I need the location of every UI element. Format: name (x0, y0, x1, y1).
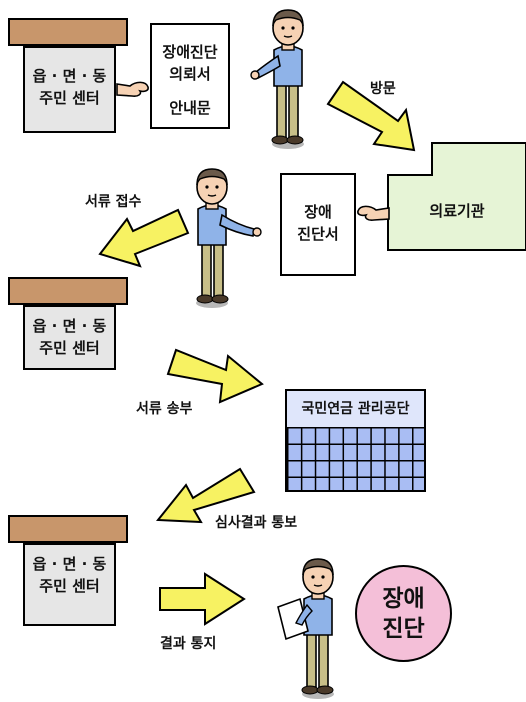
office-hand-icon (116, 81, 149, 97)
diagnosis-line2: 진단서 (297, 225, 339, 243)
community-center-1: 읍 · 면 · 동 주민 센터 (23, 46, 116, 133)
community-center-3: 읍 · 면 · 동 주민 센터 (23, 543, 116, 626)
citizen-figure-2 (196, 168, 262, 308)
step-notify-result-label: 심사결과 통보 (215, 515, 298, 531)
office-roof (8, 18, 128, 46)
diagnosis-document: 장애 진단서 (280, 173, 356, 276)
badge-line1: 장애 (382, 585, 425, 612)
referral-line1: 장애진단 (162, 43, 218, 61)
diagnosis-line1: 장애 (304, 203, 332, 221)
referral-document: 장애진단 의뢰서 안내문 (150, 23, 230, 129)
office-name-line1: 읍 · 면 · 동 (32, 67, 107, 85)
step-submit-label: 서류 접수 (85, 194, 142, 210)
office-name-line1: 읍 · 면 · 동 (32, 555, 107, 573)
office-roof (8, 277, 128, 305)
disability-diagnosis-badge: 장애 진단 (355, 565, 452, 662)
office-name-line2: 주민 센터 (39, 339, 100, 357)
nps-label: 국민연금 관리공단 (287, 391, 424, 429)
citizen-figure-3 (277, 558, 334, 699)
step-notify-label: 결과 통지 (160, 636, 217, 652)
step-visit-label: 방문 (370, 81, 396, 97)
citizen-figure-1 (250, 9, 304, 149)
national-pension-service-building: 국민연금 관리공단 (285, 389, 426, 492)
referral-line2: 의뢰서 (169, 65, 211, 83)
office-roof (8, 515, 128, 543)
hospital-label: 의료기관 (429, 202, 485, 220)
referral-line3: 안내문 (169, 99, 211, 117)
office-name-line2: 주민 센터 (39, 577, 100, 595)
hospital-hand-icon (357, 205, 390, 221)
office-name-line2: 주민 센터 (39, 89, 100, 107)
community-center-2: 읍 · 면 · 동 주민 센터 (23, 305, 116, 370)
badge-line2: 진단 (382, 615, 425, 642)
step-send-label: 서류 송부 (136, 401, 193, 417)
nps-windows (287, 427, 424, 490)
office-name-line1: 읍 · 면 · 동 (32, 317, 107, 335)
